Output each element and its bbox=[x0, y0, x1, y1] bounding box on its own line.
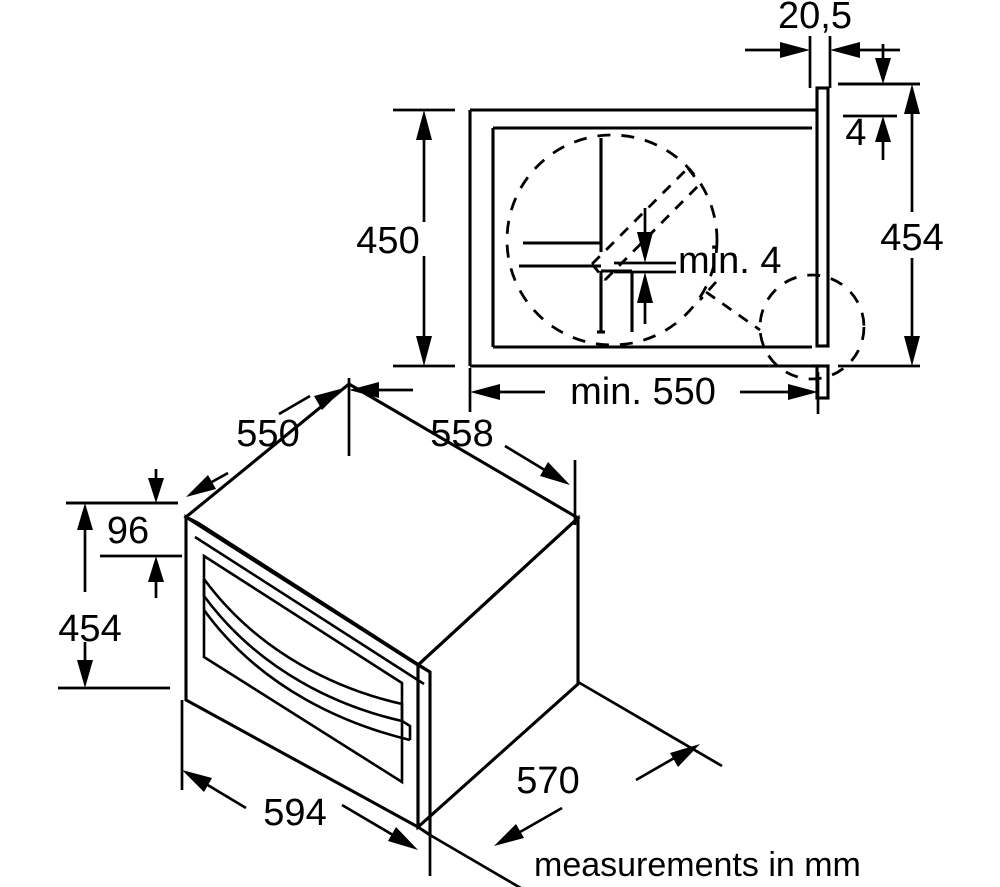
oven-door-top-lip bbox=[194, 535, 425, 686]
measurements-caption: measurements in mm bbox=[534, 846, 861, 884]
dimension-label-550: 550 bbox=[236, 413, 299, 455]
bottom-view-group: 550 558 96 454 bbox=[58, 378, 723, 887]
dimension-454-bottom: 454 bbox=[58, 501, 178, 690]
dimension-454-top: 454 bbox=[838, 82, 944, 368]
oven-front-door-panel bbox=[184, 514, 432, 838]
dimension-label-20-5: 20,5 bbox=[778, 0, 852, 37]
cabinet-inner-cutout bbox=[491, 126, 812, 349]
dimension-label-570: 570 bbox=[516, 760, 579, 802]
oven-door-handle bbox=[202, 578, 412, 742]
dimension-label-450: 450 bbox=[356, 220, 419, 262]
dimension-label-594: 594 bbox=[263, 792, 326, 834]
dimension-label-454-top: 454 bbox=[880, 217, 943, 259]
door-swing-arc bbox=[505, 133, 719, 347]
dimension-label-454-bottom: 454 bbox=[58, 608, 121, 650]
dimension-450: 450 bbox=[356, 108, 455, 368]
dimension-550: 550 bbox=[186, 378, 351, 497]
dimension-label-min-4: min. 4 bbox=[678, 240, 781, 282]
appliance-front-panel bbox=[812, 86, 830, 400]
dimension-label-4: 4 bbox=[845, 112, 866, 154]
dimension-min-4: min. 4 bbox=[614, 208, 781, 324]
dimension-558: 558 bbox=[349, 382, 577, 525]
dimension-min-550: min. 550 bbox=[468, 368, 820, 414]
dimension-96: 96 bbox=[66, 469, 182, 598]
dimension-20-5: 20,5 bbox=[745, 0, 900, 88]
oven-door-window-frame bbox=[202, 553, 404, 785]
dimension-594: 594 bbox=[180, 700, 432, 876]
dimension-570: 570 bbox=[429, 680, 723, 887]
cabinet-outer-outline bbox=[468, 108, 812, 368]
dimension-label-96: 96 bbox=[107, 510, 149, 552]
door-open-radius-arc bbox=[698, 273, 866, 381]
dimension-label-558: 558 bbox=[430, 413, 493, 455]
top-view-group: 450 min. 550 20,5 bbox=[356, 0, 944, 414]
dimension-label-min-550: min. 550 bbox=[570, 371, 716, 413]
